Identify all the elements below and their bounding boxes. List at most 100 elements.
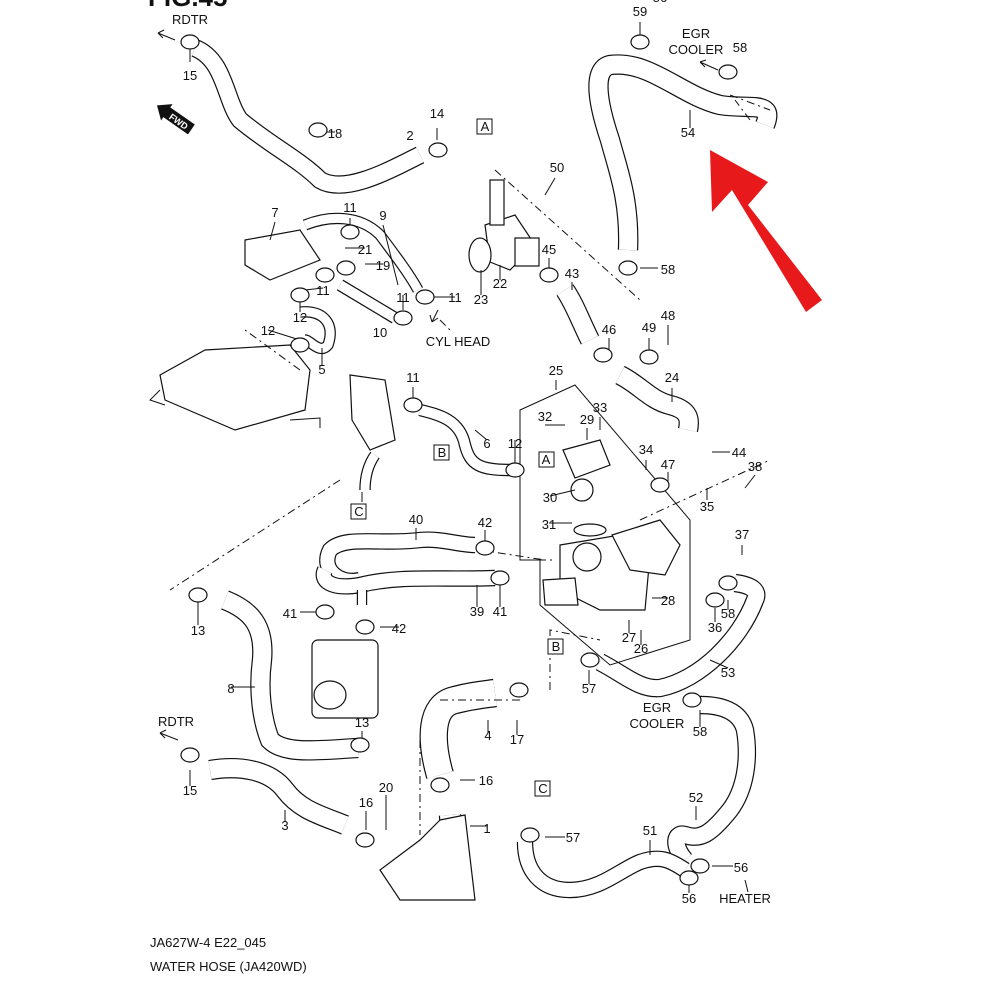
clamp-icon	[509, 682, 529, 698]
callout-34: 34	[639, 442, 653, 457]
clamp-icon	[355, 619, 375, 635]
callout-39: 39	[470, 604, 484, 619]
callout-11: 11	[406, 370, 420, 385]
callout-22: 22	[493, 276, 507, 291]
dest-egr-top: EGR	[682, 26, 710, 41]
clamp-icon	[350, 737, 370, 753]
reference-boxes: A A B B C C	[350, 118, 564, 797]
callout-53: 53	[721, 665, 735, 680]
clamp-icon	[355, 832, 375, 848]
clamp-icon	[340, 224, 360, 240]
callout-2: 2	[406, 128, 413, 143]
thermostat-housing-group	[519, 384, 691, 666]
callout-37: 37	[735, 527, 749, 542]
clamp-icon	[618, 260, 638, 276]
inlet-pipe-1	[379, 814, 476, 901]
callout-36: 36	[708, 620, 722, 635]
hose-3	[208, 758, 349, 835]
callout-42: 42	[392, 621, 406, 636]
callout-15: 15	[183, 783, 197, 798]
callout-18: 18	[328, 126, 342, 141]
callout-58: 58	[661, 262, 675, 277]
leader-lines	[157, 22, 771, 893]
clamp-icon	[308, 122, 328, 138]
callout-1: 1	[483, 821, 490, 836]
callout-38: 38	[748, 459, 762, 474]
clamp-icon	[475, 540, 495, 556]
destination-labels: RDTR EGR COOLER CYL HEAD EGR COOLER RDTR…	[158, 12, 771, 906]
callout-20: 20	[379, 780, 393, 795]
hose-52	[667, 695, 757, 867]
water-outlet-22	[468, 179, 540, 273]
callout-11: 11	[396, 290, 410, 305]
callout-44: 44	[732, 445, 746, 460]
callout-54: 54	[681, 125, 695, 140]
callout-30: 30	[543, 490, 557, 505]
callout-33: 33	[593, 400, 607, 415]
ref-box-a: A	[542, 452, 551, 467]
clamp-icon	[650, 477, 670, 493]
callout-58: 58	[733, 40, 747, 55]
callout-23: 23	[474, 292, 488, 307]
clamp-icon	[428, 142, 448, 158]
diagram-code: JA627W-4 E22_045	[150, 935, 266, 950]
clamp-icon	[180, 34, 200, 50]
callout-58: 58	[693, 724, 707, 739]
hose-c	[359, 451, 380, 491]
callout-43: 43	[565, 266, 579, 281]
clamp-icon	[520, 827, 540, 843]
dest-cooler-top: COOLER	[669, 42, 724, 57]
clamp-icon	[718, 64, 738, 80]
clamp-icon	[403, 397, 423, 413]
callout-8: 8	[227, 681, 234, 696]
callout-41: 41	[493, 604, 507, 619]
fwd-arrow-icon: FWD	[156, 104, 195, 135]
callout-56: 56	[682, 891, 696, 906]
callout-31: 31	[542, 517, 556, 532]
callout-27: 27	[622, 630, 636, 645]
callout-16: 16	[479, 773, 493, 788]
clamp-icon	[539, 267, 559, 283]
dest-egr-mid: EGR	[643, 700, 671, 715]
callout-25: 25	[549, 363, 563, 378]
ref-box-a: A	[481, 119, 490, 134]
clamp-icon	[718, 575, 738, 591]
bracket-7	[244, 229, 321, 281]
clamp-icon	[336, 260, 356, 276]
callout-7: 7	[271, 205, 278, 220]
ref-box-b: B	[438, 445, 447, 460]
hose-15-upper	[190, 39, 425, 194]
callout-12: 12	[293, 310, 307, 325]
ref-box-c: C	[538, 781, 547, 796]
clamp-icon	[580, 652, 600, 668]
callout-56: 56	[653, 0, 667, 5]
clamp-icon	[505, 462, 525, 478]
clamp-icon	[593, 347, 613, 363]
hose-clamps	[180, 34, 738, 886]
hoses	[190, 39, 778, 899]
callout-13: 13	[191, 623, 205, 638]
callout-45: 45	[542, 242, 556, 257]
callout-51: 51	[643, 823, 657, 838]
callout-11: 11	[316, 283, 330, 298]
callout-57: 57	[566, 830, 580, 845]
callout-57: 57	[582, 681, 596, 696]
callout-9: 9	[379, 208, 386, 223]
dest-cooler-mid: COOLER	[630, 716, 685, 731]
clamp-icon	[315, 604, 335, 620]
clamp-icon	[639, 349, 659, 365]
callout-26: 26	[634, 641, 648, 656]
clamp-icon	[630, 34, 650, 50]
hose-6	[418, 403, 511, 477]
clamp-icon	[315, 267, 335, 283]
callout-40: 40	[409, 512, 423, 527]
callout-15: 15	[183, 68, 197, 83]
callout-6: 6	[483, 436, 490, 451]
callout-11: 11	[343, 200, 357, 215]
callout-47: 47	[661, 457, 675, 472]
diagram-caption: WATER HOSE (JA420WD)	[150, 959, 307, 974]
part-callouts: 1518142505956585458711921191112111110125…	[183, 0, 762, 906]
clamp-icon	[290, 337, 310, 353]
